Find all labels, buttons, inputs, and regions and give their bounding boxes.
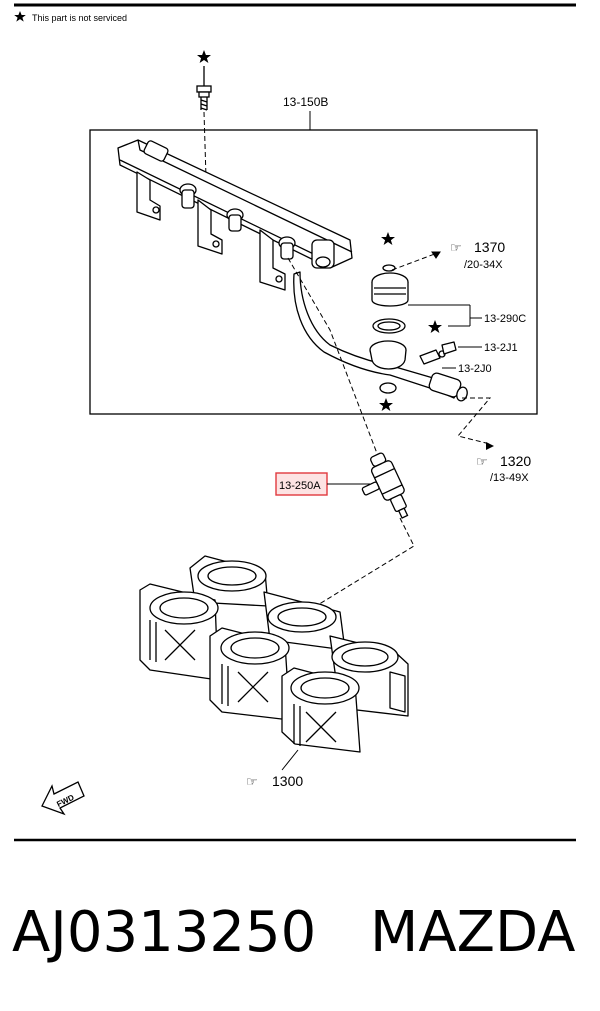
callout-hose-ref: ☞ 1320 /13-49X	[476, 453, 531, 484]
bolt-part	[196, 50, 212, 111]
svg-text:1300: 1300	[272, 773, 303, 789]
callout-injector: 13-250A	[275, 472, 370, 496]
star-icon	[379, 398, 393, 411]
legend-note: This part is not serviced	[14, 11, 127, 23]
injector-part	[361, 452, 409, 519]
fwd-arrow-icon: FWD	[41, 781, 85, 816]
callout-seal-kit: 13-290C	[484, 313, 526, 325]
callout-fitting-1: 13-2J1	[484, 342, 518, 354]
callout-fitting-0: 13-2J0	[458, 363, 492, 375]
callout-bolt-ref: ☞ 1370 /20-34X	[450, 239, 505, 271]
callout-assembly: 13-150B	[283, 95, 328, 109]
callout-manifold-ref: ☞ 1300	[246, 773, 303, 789]
footer-title: AJ0313250 MAZDA	[0, 888, 600, 978]
brand-name: MAZDA	[370, 900, 576, 965]
svg-text:1370: 1370	[474, 239, 505, 255]
wrench-icon: ☞	[476, 454, 488, 469]
svg-text:1320: 1320	[500, 453, 531, 469]
star-icon	[381, 232, 395, 245]
svg-text:/20-34X: /20-34X	[464, 259, 503, 271]
svg-text:/13-49X: /13-49X	[490, 472, 529, 484]
assembly-box	[89, 129, 538, 415]
star-icon	[197, 50, 211, 63]
part-number: AJ0313250	[12, 900, 317, 965]
star-icon	[14, 11, 26, 22]
intake-manifold-part	[139, 555, 409, 753]
wrench-icon: ☞	[246, 774, 258, 789]
wrench-icon: ☞	[450, 240, 462, 255]
star-icon	[428, 320, 442, 333]
legend-note-text: This part is not serviced	[32, 13, 127, 23]
fuel-rail-part	[117, 139, 468, 402]
svg-text:13-250A: 13-250A	[279, 480, 321, 492]
